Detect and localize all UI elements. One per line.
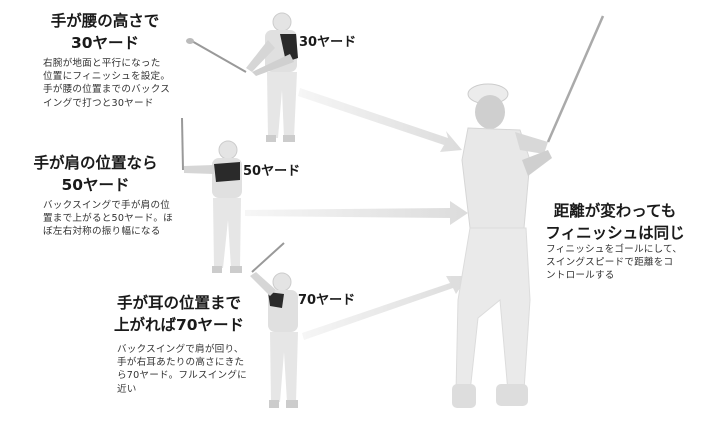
finish-body: フィニッシュをゴールにして、 スイングスピードで距離をコ ントロールする (546, 243, 682, 283)
finish-title: 距離が変わっても フィニッシュは同じ (540, 200, 690, 244)
body-line: バックスイングで手が肩の位 (43, 200, 171, 211)
golfer-figure-50-yard (181, 117, 242, 273)
step-1-title: 手が腰の高さで 30ヤード (30, 10, 180, 54)
body-line: 右腕が地面と平行になった (43, 58, 161, 69)
body-line: 位置にフィニッシュを設定。 (43, 71, 171, 83)
step-3-title-line2: 上がれば70ヤード (113, 316, 245, 334)
step-1-title-line1: 手が腰の高さで (50, 12, 160, 30)
arrow-50-yard (245, 201, 468, 225)
body-line: ントロールする (546, 270, 615, 282)
step-3-title: 手が耳の位置まで 上がれば70ヤード (100, 292, 258, 336)
golfer-figure-finish (452, 15, 605, 408)
body-line: 手が右耳あたりの高さにきた (117, 357, 245, 369)
body-line: スイングスピードで距離をコ (546, 257, 674, 269)
body-line: 手が腰の位置までのバックス (43, 84, 171, 96)
yard-label-50: 50ヤード (243, 164, 301, 179)
golfer-figure-70-yard (250, 242, 298, 408)
body-line: フィニッシュをゴールにして、 (546, 244, 683, 255)
body-line: ら70ヤード。フルスイングに (117, 370, 247, 382)
golfer-figure-30-yard (186, 12, 298, 142)
step-2-title-line1: 手が肩の位置なら (33, 154, 158, 172)
body-line: バックスイングで肩が回り、 (117, 344, 244, 355)
body-line: イングで打つと30ヤード (43, 97, 154, 109)
finish-title-line1: 距離が変わっても (553, 202, 677, 220)
step-2-title-line2: 50ヤード (61, 176, 130, 194)
body-line: ぼ左右対称の振り幅になる (43, 226, 161, 238)
step-3-title-line1: 手が耳の位置まで (116, 294, 241, 312)
step-1-body: 右腕が地面と平行になった 位置にフィニッシュを設定。 手が腰の位置までのバックス… (43, 57, 170, 110)
yard-label-70: 70ヤード (298, 293, 356, 308)
step-2-body: バックスイングで手が肩の位 置まで上がると50ヤード。ほ ぼ左右対称の振り幅にな… (43, 199, 173, 239)
step-3-body: バックスイングで肩が回り、 手が右耳あたりの高さにきた ら70ヤード。フルスイン… (117, 343, 247, 396)
body-line: 置まで上がると50ヤード。ほ (43, 213, 173, 225)
finish-title-line2: フィニッシュは同じ (545, 224, 685, 242)
arrow-30-yard (298, 88, 462, 152)
step-1-title-line2: 30ヤード (70, 34, 140, 52)
arrow-70-yard (302, 276, 468, 340)
yard-label-30: 30ヤード (299, 35, 357, 50)
body-line: 近い (117, 383, 137, 395)
step-2-title: 手が肩の位置なら 50ヤード (18, 152, 173, 196)
